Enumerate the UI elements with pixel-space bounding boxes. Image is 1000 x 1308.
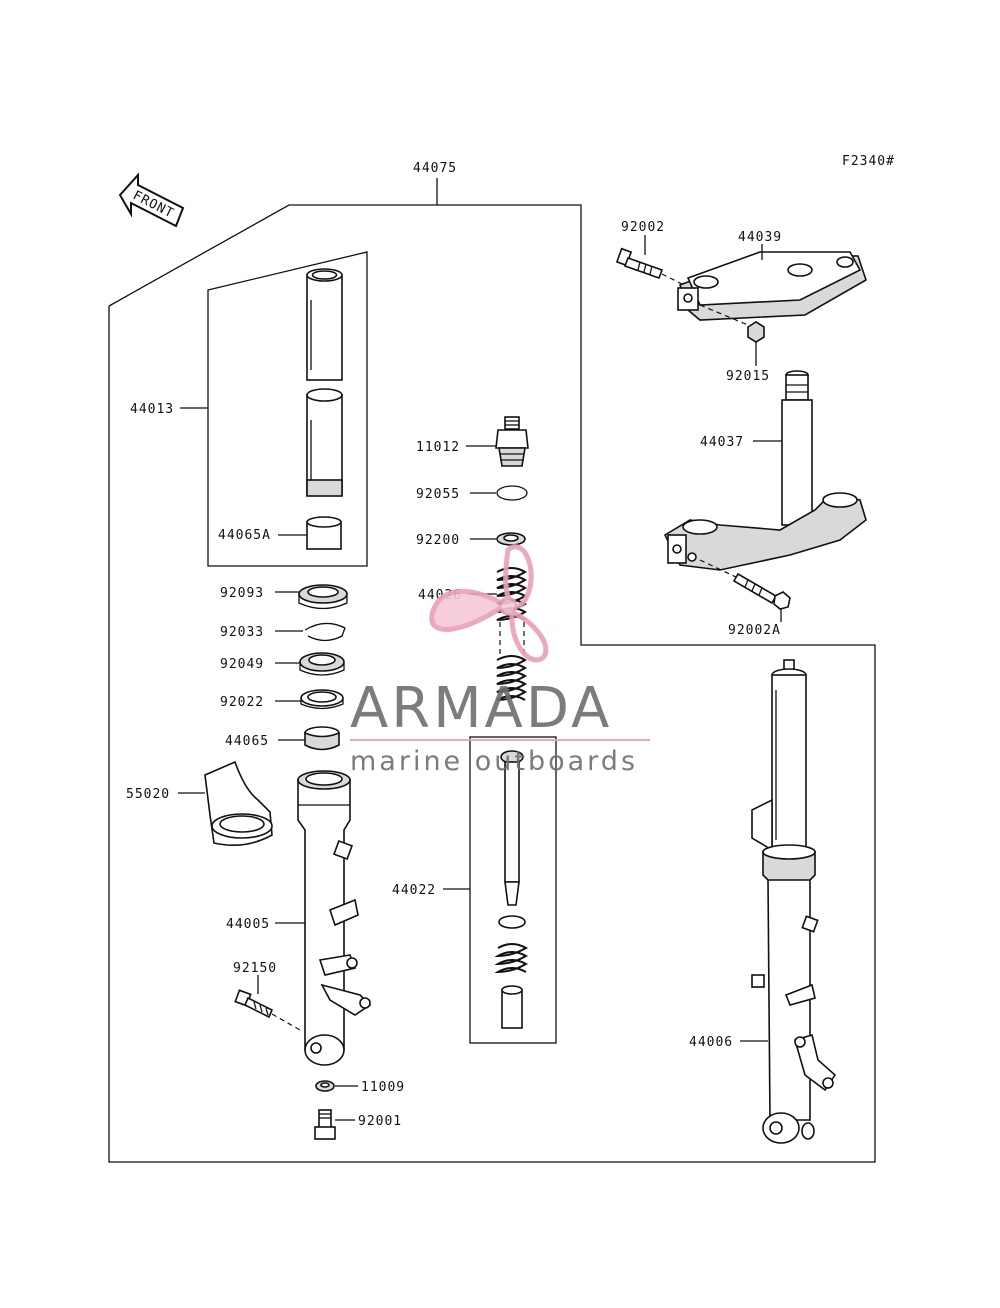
bolt-92002 — [615, 235, 691, 289]
washer-92200 — [470, 532, 526, 546]
fork-tube-box — [180, 251, 368, 567]
dust-seal-92093 — [275, 584, 348, 610]
label-11012: 11012 — [416, 440, 460, 455]
label-92002A: 92002A — [728, 623, 781, 638]
figure-code: F2340# — [842, 154, 895, 169]
label-92022: 92022 — [220, 695, 264, 710]
front-arrow-icon: FRONT — [118, 172, 185, 228]
label-44013: 44013 — [130, 402, 174, 417]
cap-bolt-11012 — [466, 416, 529, 467]
label-92049: 92049 — [220, 657, 264, 672]
label-44005: 44005 — [226, 917, 270, 932]
label-44075: 44075 — [413, 161, 457, 176]
label-44065: 44065 — [225, 734, 269, 749]
washer-92022 — [275, 689, 344, 710]
label-44037: 44037 — [700, 435, 744, 450]
bolt-92001 — [314, 1109, 355, 1140]
retaining-ring-92033 — [275, 622, 346, 642]
label-55020: 55020 — [126, 787, 170, 802]
fork-guard-55020 — [178, 760, 273, 846]
label-44039: 44039 — [738, 230, 782, 245]
watermark-subtitle: marine outboards — [350, 746, 638, 777]
outer-fork-leg-44005 — [275, 770, 372, 1066]
bushing-44065A — [278, 516, 342, 550]
inner-fork-tube — [306, 268, 343, 497]
label-92033: 92033 — [220, 625, 264, 640]
upper-bracket-44039 — [677, 244, 867, 321]
o-ring-92055 — [470, 485, 528, 501]
oil-seal-92049 — [275, 652, 345, 676]
label-92002: 92002 — [621, 220, 665, 235]
label-92200: 92200 — [416, 533, 460, 548]
label-92093: 92093 — [220, 586, 264, 601]
armada-watermark: ARMADA marine outboards — [350, 544, 650, 777]
bolt-92002A — [699, 559, 791, 622]
nut-92015 — [699, 304, 765, 366]
propeller-logo-icon — [429, 544, 549, 663]
label-44022: 44022 — [392, 883, 436, 898]
gasket-11009 — [315, 1080, 358, 1092]
watermark-title: ARMADA — [350, 676, 612, 741]
label-44006: 44006 — [689, 1035, 733, 1050]
damper-assembly-44022 — [443, 736, 557, 1044]
assembly-outline — [108, 178, 876, 1163]
label-92055: 92055 — [416, 487, 460, 502]
label-92001: 92001 — [358, 1114, 402, 1129]
steering-stem-44037 — [663, 370, 867, 571]
label-44065A: 44065A — [218, 528, 271, 543]
bushing-44065 — [278, 726, 340, 751]
label-92150: 92150 — [233, 961, 277, 976]
label-11009: 11009 — [361, 1080, 405, 1095]
bolt-92150 — [234, 975, 301, 1031]
fork-assembly-44006 — [740, 659, 837, 1144]
label-92015: 92015 — [726, 369, 770, 384]
